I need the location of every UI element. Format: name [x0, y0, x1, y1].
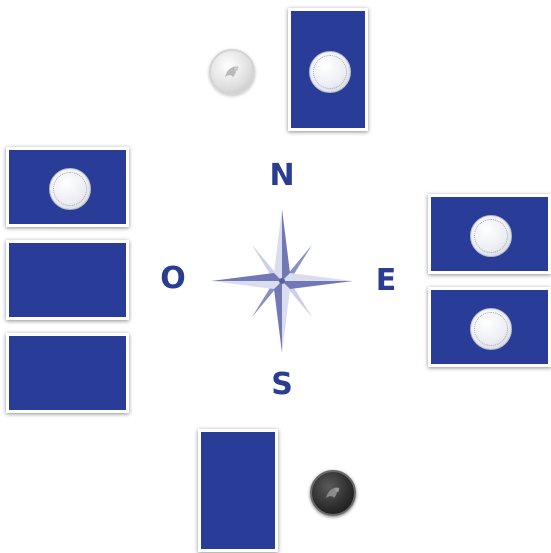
compass-east-label: E [366, 266, 406, 296]
compass-south-label: S [262, 370, 302, 400]
west-card-3[interactable] [6, 333, 129, 413]
light-coin-icon [217, 57, 247, 87]
south-player-token [310, 470, 356, 516]
west-card-1[interactable] [6, 147, 129, 227]
east-card-2[interactable] [428, 287, 551, 367]
compass-rose-icon [211, 209, 353, 353]
compass-west-label: O [153, 264, 193, 294]
west-card-2[interactable] [6, 240, 129, 320]
dark-coin-icon [318, 478, 348, 508]
south-card[interactable] [198, 429, 278, 552]
card-seal-emblem-icon [49, 168, 91, 210]
card-seal-emblem-icon [470, 308, 512, 350]
north-player-token [209, 49, 255, 95]
compass-north-label: N [262, 161, 302, 191]
card-seal-emblem-icon [309, 51, 351, 93]
east-card-1[interactable] [428, 194, 551, 274]
card-seal-emblem-icon [470, 215, 512, 257]
north-card[interactable] [288, 8, 368, 131]
